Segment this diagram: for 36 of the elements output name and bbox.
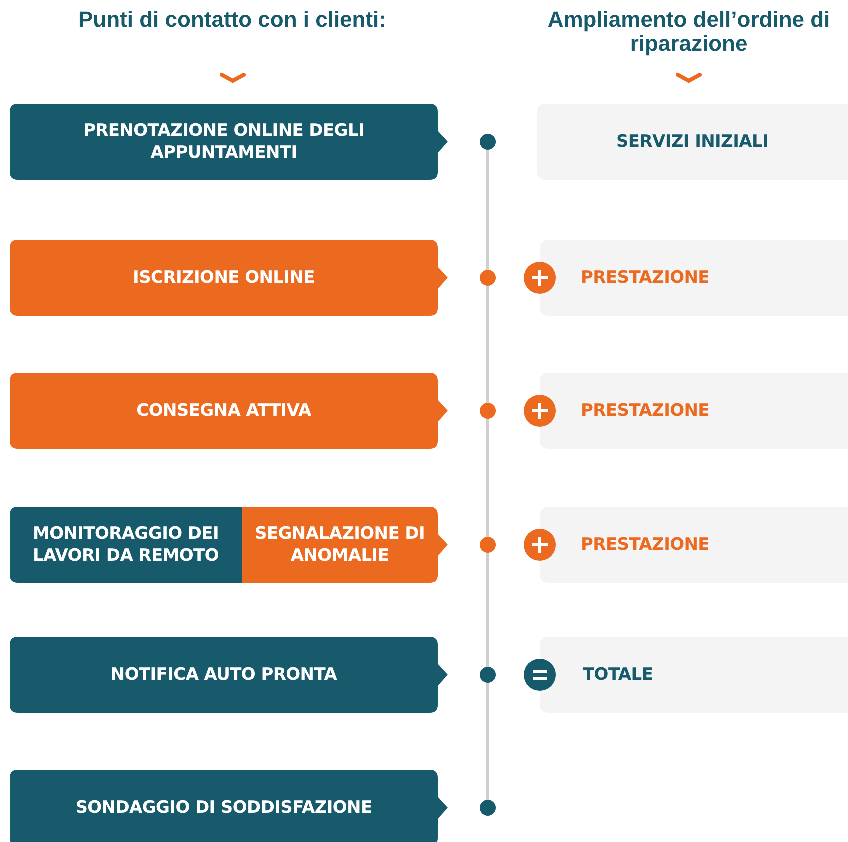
touchpoint-box bbox=[10, 240, 448, 316]
box-label: MONITORAGGIO DEI LAVORI DA REMOTO bbox=[32, 522, 220, 568]
order-box bbox=[540, 373, 848, 449]
box-label: PRESTAZIONE bbox=[581, 400, 710, 423]
column-heading: Ampliamento dell’ordine di riparazione bbox=[546, 8, 832, 56]
order-box bbox=[540, 507, 848, 583]
touchpoint-box bbox=[10, 637, 448, 713]
box-label: TOTALE bbox=[583, 664, 654, 687]
box-label: CONSEGNA ATTIVA bbox=[136, 400, 312, 423]
timeline-line bbox=[486, 683, 490, 800]
timeline-dot bbox=[480, 800, 496, 816]
touchpoint-box bbox=[10, 104, 448, 180]
box-label: SONDAGGIO DI SODDISFAZIONE bbox=[74, 796, 374, 820]
column-heading: Punti di contatto con i clienti: bbox=[78, 8, 388, 32]
box-label: SEGNALAZIONE DI ANOMALIE bbox=[254, 522, 426, 568]
touchpoint-box bbox=[10, 507, 242, 583]
touchpoint-box bbox=[242, 507, 448, 583]
timeline-dot bbox=[480, 270, 496, 286]
timeline-line bbox=[486, 419, 490, 537]
box-label: NOTIFICA AUTO PRONTA bbox=[110, 664, 338, 687]
timeline-dot bbox=[480, 537, 496, 553]
timeline-line bbox=[486, 553, 490, 667]
box-label: PRENOTAZIONE ONLINE DEGLI APPUNTAMENTI bbox=[82, 120, 366, 165]
box-label: ISCRIZIONE ONLINE bbox=[132, 266, 316, 290]
timeline-dot bbox=[480, 134, 496, 150]
box-label: PRESTAZIONE bbox=[581, 266, 710, 290]
timeline-line bbox=[486, 286, 490, 403]
timeline-dot bbox=[480, 667, 496, 683]
touchpoint-box bbox=[10, 373, 448, 449]
order-box bbox=[540, 240, 848, 316]
order-box bbox=[540, 637, 848, 713]
box-label: SERVIZI INIZIALI bbox=[615, 130, 770, 154]
touchpoint-box bbox=[10, 770, 448, 842]
box-label: PRESTAZIONE bbox=[581, 534, 710, 557]
timeline-line bbox=[486, 150, 490, 270]
timeline-dot bbox=[480, 403, 496, 419]
